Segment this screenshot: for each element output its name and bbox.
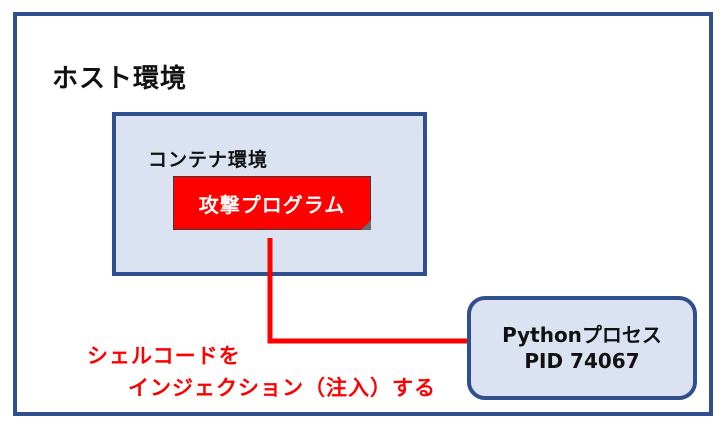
annotation-line-2: インジェクション（注入）する	[128, 376, 436, 400]
attack-program-label: 攻撃プログラム	[198, 192, 346, 217]
injection-arrow-line	[267, 238, 478, 344]
container-environment-title: コンテナ環境	[148, 149, 269, 171]
attack-program-box: 攻撃プログラム	[173, 176, 371, 230]
python-process-name: Pythonプロセス	[502, 323, 662, 347]
host-environment-title: ホスト環境	[52, 64, 188, 94]
folded-corner	[361, 220, 371, 230]
python-process-box: Pythonプロセス PID 74067	[467, 296, 697, 400]
python-process-pid: PID 74067	[524, 349, 640, 373]
annotation-line-1: シェルコードを	[87, 344, 241, 368]
